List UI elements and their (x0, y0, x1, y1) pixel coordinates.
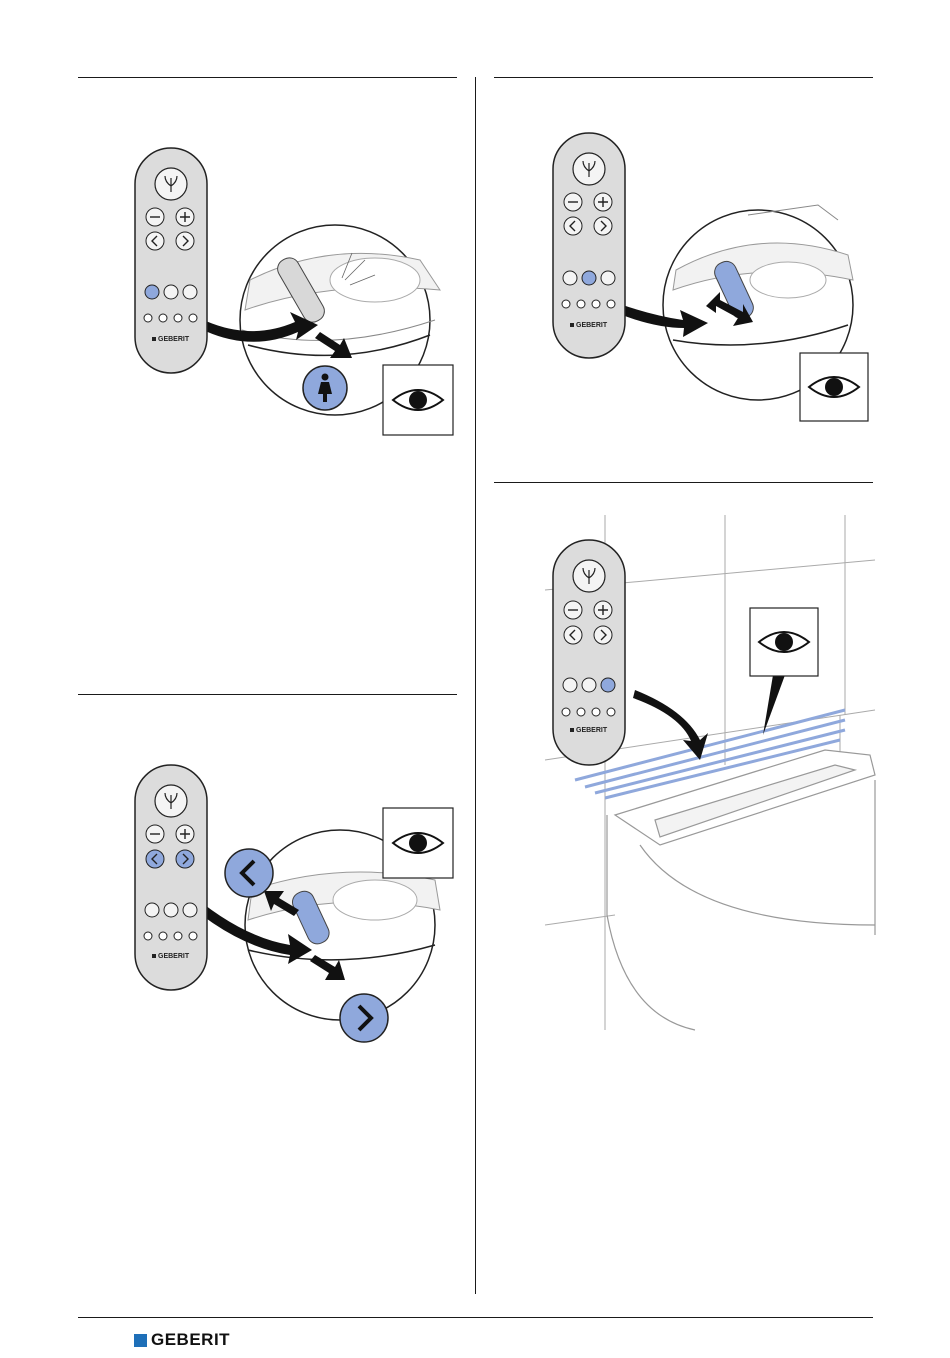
arrow-left-icon (225, 849, 273, 897)
section-rule-top-right (494, 77, 873, 78)
eye-icon (750, 608, 818, 676)
remote-control: GEBERIT (553, 133, 625, 358)
section-rule-top-left (78, 77, 457, 78)
remote-control: GEBERIT (135, 148, 207, 373)
footer-rule (78, 1317, 873, 1318)
remote-control: GEBERIT (553, 540, 625, 765)
logo-square-icon (134, 1334, 147, 1347)
column-divider (475, 77, 476, 1294)
remote-brand-label: GEBERIT (158, 953, 190, 960)
eye-icon (383, 808, 453, 878)
eye-icon (800, 353, 868, 421)
remote-control: GEBERIT (135, 765, 207, 990)
section-rule-mid-right (494, 482, 873, 483)
panel-lady-wash: GEBERIT (130, 140, 460, 440)
remote-brand-label: GEBERIT (576, 322, 608, 329)
eye-icon (383, 365, 453, 435)
section-rule-mid-left (78, 694, 457, 695)
panel-orientation-light: GEBERIT (545, 515, 880, 1035)
lady-wash-icon (303, 366, 347, 410)
arrow-to-seat (633, 690, 708, 760)
arrow-right-icon (340, 994, 388, 1042)
panel-wand-position: GEBERIT (130, 760, 460, 1060)
remote-brand-label: GEBERIT (576, 727, 608, 734)
panel-dryer: GEBERIT (548, 130, 878, 430)
geberit-logo: GEBERIT (134, 1330, 230, 1350)
toilet-seat (607, 750, 875, 1030)
logo-text: GEBERIT (151, 1330, 230, 1350)
remote-brand-label: GEBERIT (158, 336, 190, 343)
